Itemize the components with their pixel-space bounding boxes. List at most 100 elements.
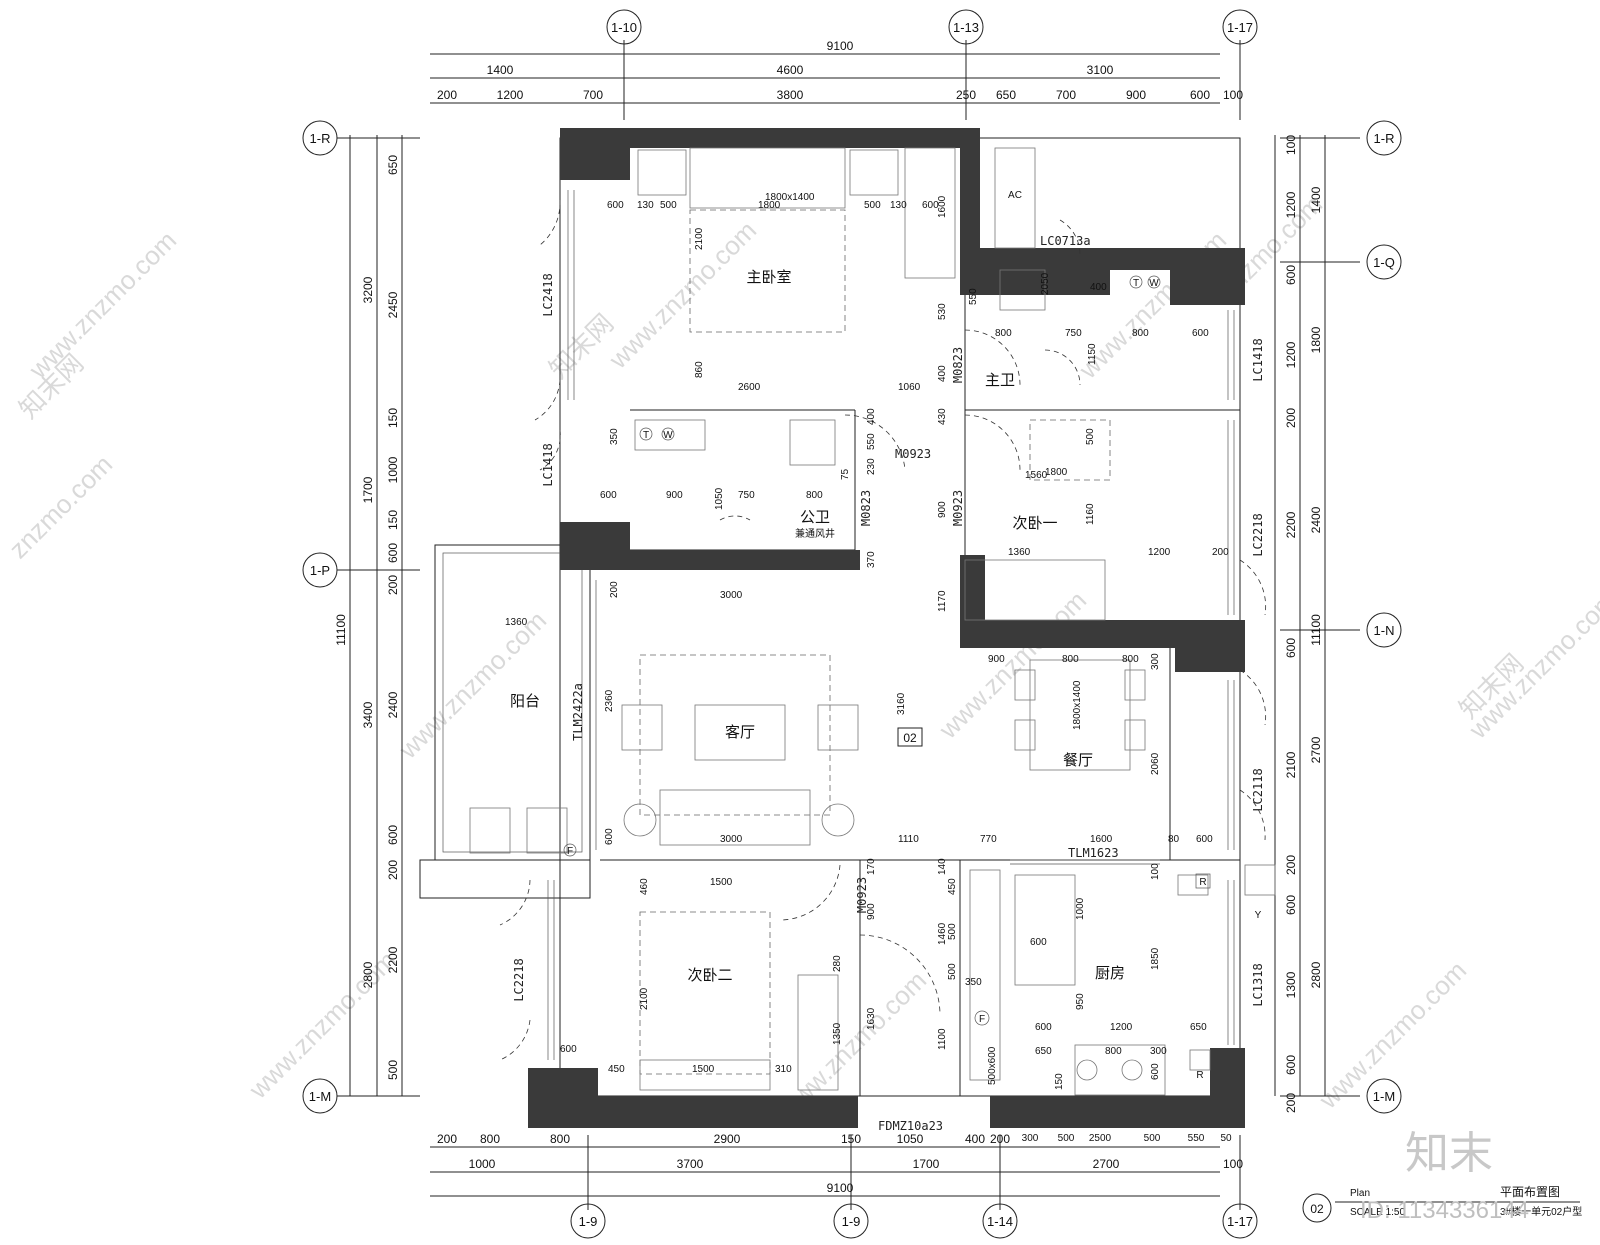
interior-dim: 300 xyxy=(1150,1046,1167,1057)
interior-dim: 1850 xyxy=(1150,947,1161,970)
dim-text: 800 xyxy=(480,1132,500,1146)
title-prefix: Plan xyxy=(1350,1188,1370,1199)
dim-text: 1700 xyxy=(361,476,375,503)
interior-dim: 1170 xyxy=(937,590,948,612)
dim-text: 2400 xyxy=(386,691,400,718)
window-code: LC0713a xyxy=(1040,234,1091,248)
interior-dim: 600 xyxy=(1150,1063,1161,1080)
unit-tag-box xyxy=(897,727,923,747)
dim-text: 200 xyxy=(990,1132,1010,1146)
room-label-dining: 餐厅 xyxy=(1063,751,1093,769)
interior-dim: 1560 xyxy=(1025,470,1048,481)
windows-doors xyxy=(499,190,1266,1061)
dim-text: 200 xyxy=(437,88,457,102)
interior-dim: 1800x1400 xyxy=(1072,680,1083,730)
watermark-cn: 知末网 xyxy=(543,308,619,384)
dim-text: 500 xyxy=(386,1060,400,1080)
interior-dim: 500 xyxy=(947,963,958,980)
dim-text: 2500 xyxy=(1089,1133,1112,1144)
dim-text: 150 xyxy=(386,408,400,428)
interior-dim: 2600 xyxy=(738,382,761,393)
interior-dim: 1360 xyxy=(1008,547,1031,558)
interior-dim: 600 xyxy=(922,200,939,211)
appliance-markers: T W T W F R F AC R Y xyxy=(563,190,1262,1081)
watermark-text: www.znzmo.com xyxy=(1462,585,1600,745)
svg-text:1-9: 1-9 xyxy=(842,1214,861,1229)
interior-dim: 1000 xyxy=(1075,897,1086,920)
interior-dim: 500 xyxy=(1085,428,1096,445)
interior-dim: 1360 xyxy=(505,617,528,628)
interior-dim: 140 xyxy=(937,858,948,875)
toilet-marker: T xyxy=(1133,278,1139,289)
dim-text: 600 xyxy=(1284,1055,1298,1075)
dim-text: 200 xyxy=(1284,855,1298,875)
dim-text: 800 xyxy=(550,1132,570,1146)
svg-text:1-17: 1-17 xyxy=(1227,1214,1253,1229)
interior-dim: 2100 xyxy=(639,987,650,1010)
interior-dim: 600 xyxy=(1192,328,1209,339)
dim-text: 100 xyxy=(1223,1157,1243,1171)
axis-bubble: 1-M xyxy=(302,1078,338,1114)
interior-dim: 600 xyxy=(600,490,617,501)
door-code: M0823 xyxy=(951,347,965,383)
dim-text: 1400 xyxy=(487,63,514,77)
interior-dim: 2050 xyxy=(1040,272,1051,295)
dim-text: 1200 xyxy=(1284,341,1298,368)
interior-dim: 800 xyxy=(1122,654,1139,665)
fridge-marker: R xyxy=(1199,877,1206,888)
dim-text: 600 xyxy=(386,543,400,563)
watermark-layer: www.znzmo.com znzmo.com www.znzmo.com ww… xyxy=(3,189,1600,1125)
dim-text: 250 xyxy=(956,88,976,102)
interior-dim: 400 xyxy=(1090,282,1107,293)
svg-text:1-17: 1-17 xyxy=(1227,20,1253,35)
axis-bubble: 1-9 xyxy=(833,1203,869,1239)
door-code: TLM2422a xyxy=(571,683,585,741)
washer-marker: W xyxy=(663,430,673,441)
interior-dim: 950 xyxy=(1075,993,1086,1010)
dim-top-total: 9100 xyxy=(827,39,854,53)
interior-dim: 300 xyxy=(1150,653,1161,670)
interior-dim: 150 xyxy=(1054,1073,1065,1090)
drawing-subtitle: 3#楼一单元02户型 xyxy=(1500,1205,1582,1218)
dim-text: 2100 xyxy=(1284,751,1298,778)
dim-text: 400 xyxy=(965,1132,985,1146)
watermark-text: znzmo.com xyxy=(3,449,118,564)
dim-text: 150 xyxy=(386,510,400,530)
title-block: 02 Plan 平面布置图 SCALE 1:50 3#楼一单元02户型 知末 I… xyxy=(1302,1128,1582,1224)
dim-text: 650 xyxy=(996,88,1016,102)
axis-bubble: 1-17 xyxy=(1222,9,1258,45)
interior-dim: 350 xyxy=(965,977,982,988)
watermark-text: www.znzmo.com xyxy=(932,585,1092,745)
interior-dim: 500x600 xyxy=(987,1046,998,1085)
dim-text: 600 xyxy=(1190,88,1210,102)
dim-text: 2900 xyxy=(714,1132,741,1146)
svg-text:1-10: 1-10 xyxy=(611,20,637,35)
dim-text: 3700 xyxy=(677,1157,704,1171)
interior-dim: 550 xyxy=(866,433,877,450)
dim-text: 700 xyxy=(1056,88,1076,102)
interior-dim: 75 xyxy=(840,468,851,480)
room-label-bedroom-two: 次卧二 xyxy=(687,966,732,984)
door-code: M0923 xyxy=(951,490,965,526)
svg-text:1-14: 1-14 xyxy=(987,1214,1013,1229)
drawing-title: 平面布置图 xyxy=(1500,1185,1560,1199)
interior-dim: 1150 xyxy=(1087,343,1098,365)
interior-dim: 450 xyxy=(608,1064,625,1075)
dim-text: 3400 xyxy=(361,701,375,728)
dim-text: 2200 xyxy=(386,946,400,973)
watermark-text: www.znzmo.com xyxy=(242,945,402,1105)
dim-text: 50 xyxy=(1220,1133,1232,1144)
interior-dim: 750 xyxy=(738,490,755,501)
interior-dim: 1350 xyxy=(832,1022,843,1045)
dim-text: 1800 xyxy=(1309,326,1323,353)
watermark-text: www.znzmo.com xyxy=(22,225,182,385)
interior-dim: 1800 xyxy=(1045,467,1068,478)
image-id: ID: 1134336144 xyxy=(1360,1197,1529,1224)
axis-bubble: 1-R xyxy=(302,120,338,156)
dim-bottom-total: 9100 xyxy=(827,1181,854,1195)
axis-bubble: 1-R xyxy=(1366,120,1402,156)
interior-dim: 130 xyxy=(637,200,654,211)
interior-dim: 3000 xyxy=(720,590,743,601)
dim-text: 2450 xyxy=(386,291,400,318)
